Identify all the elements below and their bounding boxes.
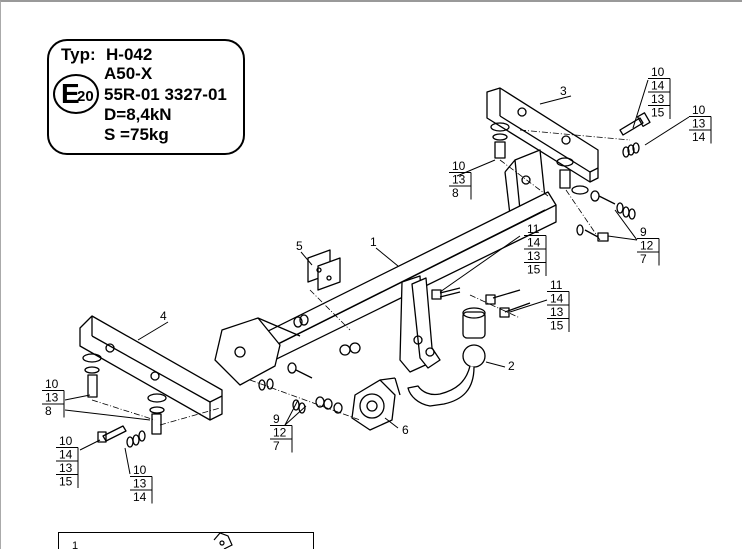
stack-m1-item-3: 15	[527, 263, 541, 277]
stack-tr2-item-1: 13	[692, 117, 706, 131]
stack-tr1-item-0: 10	[651, 65, 665, 79]
left-bracket-part	[79, 315, 223, 421]
stack-l3-item-0: 10	[133, 463, 147, 477]
spacer-plates-part	[307, 249, 341, 291]
right-side-plate	[504, 149, 546, 216]
callout-3: 3	[560, 84, 567, 98]
center-left-fasteners	[258, 314, 361, 414]
stack-m2-item-0: 11	[550, 278, 563, 292]
stack-l2-item-3: 15	[59, 475, 73, 489]
callout-5: 5	[296, 239, 303, 253]
stack-l2-item-0: 10	[59, 434, 73, 448]
bracket3-fasteners	[490, 122, 589, 195]
stack-r1-item-0: 9	[640, 225, 647, 239]
typ-label: Typ:	[61, 45, 96, 64]
stack-m2-item-3: 15	[550, 319, 564, 333]
stack-l3-item-2: 14	[133, 490, 147, 504]
stack-l1-item-2: 8	[45, 404, 52, 418]
type-info-box	[47, 39, 245, 155]
left-side-plate	[214, 317, 301, 386]
stack-m1-item-2: 13	[527, 249, 541, 263]
bottom-partial-icon	[213, 532, 233, 549]
e-mark-letter: E	[61, 78, 80, 109]
stack-l2-item-1: 14	[59, 448, 73, 462]
e-mark-number: 20	[77, 88, 94, 105]
left-bracket-fasteners	[82, 353, 167, 448]
right-fastener-row	[576, 190, 636, 242]
stack-l1-item-0: 10	[45, 377, 59, 391]
stack-l4-item-0: 9	[273, 412, 280, 426]
socket-plate-part	[351, 377, 401, 431]
stack-l4-item-2: 7	[273, 439, 280, 453]
stack-tr1-item-1: 14	[651, 79, 665, 93]
main-crossbar-part	[239, 191, 557, 373]
parts-list-table	[58, 532, 314, 549]
parts-list-first-item: 1	[72, 540, 79, 549]
long-bolts	[431, 287, 531, 318]
stack-tl-item-2: 8	[452, 186, 459, 200]
stack-m1-item-1: 14	[527, 236, 541, 250]
stack-tl-item-1: 13	[452, 173, 466, 187]
stack-tr1-item-2: 13	[651, 92, 665, 106]
stack-r1-item-1: 12	[640, 239, 654, 253]
stack-tr2-item-2: 14	[692, 130, 706, 144]
assembly-lines	[91, 129, 631, 426]
typ-value: H-042	[106, 45, 153, 64]
stack-m2-item-1: 14	[550, 292, 564, 306]
stack-l2-item-2: 13	[59, 461, 73, 475]
stack-l4-item-1: 12	[273, 426, 287, 440]
d-value: D=8,4kN	[104, 105, 172, 124]
stack-tl-item-0: 10	[452, 159, 466, 173]
hitch-mount-assembly	[399, 275, 441, 373]
callout-4: 4	[160, 309, 167, 323]
callout-labels: 1 2 3 4 5 6	[160, 84, 567, 437]
stack-l3-item-1: 13	[133, 477, 147, 491]
s-value: S =75kg	[104, 125, 169, 144]
stack-l1-item-1: 13	[45, 391, 59, 405]
stack-tr2-item-0: 10	[692, 103, 706, 117]
stack-tr1-item-3: 15	[651, 106, 665, 120]
e-mark-circle	[53, 74, 99, 114]
stack-r1-item-2: 7	[640, 252, 647, 266]
callout-leaders	[64, 79, 690, 475]
top-right-bolt	[619, 112, 651, 158]
callout-6: 6	[402, 423, 409, 437]
callout-1: 1	[370, 235, 377, 249]
tow-ball-part	[407, 307, 486, 407]
approval-number: 55R-01 3327-01	[104, 85, 227, 104]
callout-2: 2	[508, 359, 515, 373]
stack-m1-item-0: 11	[527, 222, 540, 236]
model-code: A50-X	[104, 64, 153, 83]
stack-m2-item-2: 13	[550, 305, 564, 319]
